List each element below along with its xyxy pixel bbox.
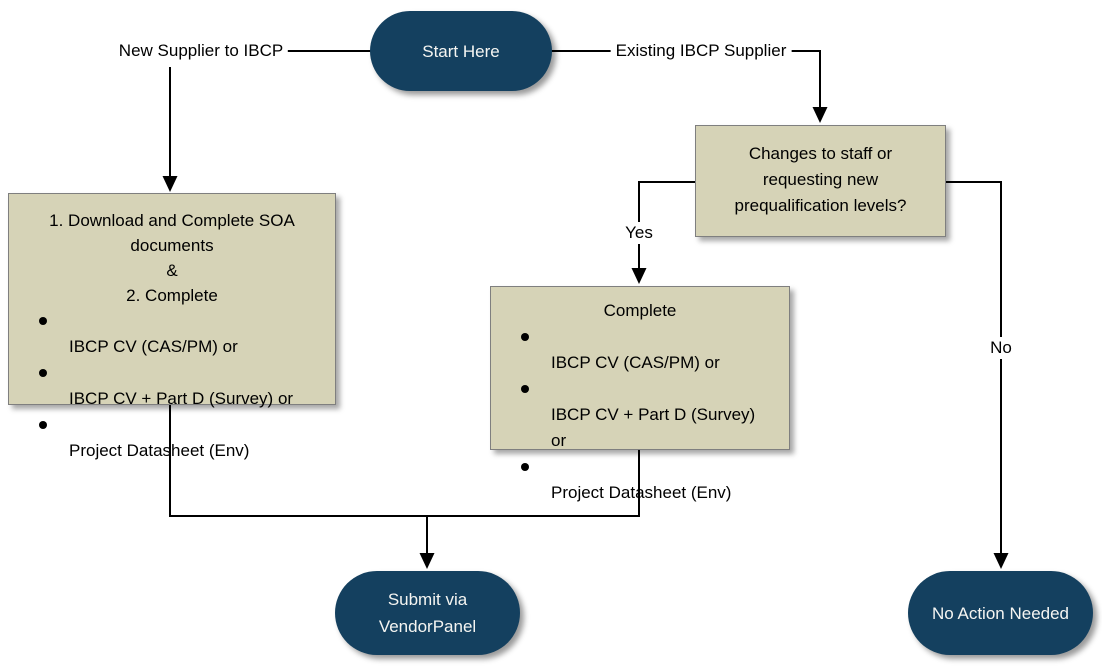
bullet-item: IBCP CV (CAS/PM) or: [9, 308, 335, 360]
bullet-text: IBCP CV + Part D (Survey) or: [551, 405, 756, 450]
bullet-icon: [521, 463, 529, 471]
arrowhead-icon: [993, 553, 1009, 569]
submit-node-label: Submit via VendorPanel: [378, 590, 477, 636]
start-node-label: Start Here: [422, 41, 500, 61]
bullet-item: IBCP CV + Part D (Survey) or: [9, 360, 335, 412]
bullet-text: IBCP CV + Part D (Survey) or: [69, 389, 294, 408]
bullet-item: IBCP CV + Part D (Survey) or: [491, 376, 789, 454]
submit-vendorpanel-node: Submit via VendorPanel: [335, 571, 520, 655]
edge-label-no: No: [985, 337, 1017, 359]
edge-label-new-supplier: New Supplier to IBCP: [113, 40, 289, 62]
bullet-text: Project Datasheet (Env): [69, 441, 250, 460]
bullet-text: IBCP CV (CAS/PM) or: [69, 337, 238, 356]
bullet-icon: [39, 317, 47, 325]
left-box-bullet-list: IBCP CV (CAS/PM) or IBCP CV + Part D (Su…: [9, 308, 335, 464]
arrowhead-icon: [631, 268, 647, 284]
no-action-needed-node: No Action Needed: [908, 571, 1093, 655]
decision-question: Changes to staff or requesting new prequ…: [734, 144, 907, 215]
process-box-existing-supplier: Complete IBCP CV (CAS/PM) or IBCP CV + P…: [490, 286, 790, 502]
process-box-new-supplier: 1. Download and Complete SOA documents &…: [8, 193, 336, 460]
bullet-icon: [39, 369, 47, 377]
middle-box-bullet-list: IBCP CV (CAS/PM) or IBCP CV + Part D (Su…: [491, 324, 789, 506]
edge-label-yes: Yes: [620, 222, 658, 244]
edge-no: [946, 181, 1002, 557]
bullet-item: Project Datasheet (Env): [9, 412, 335, 464]
bullet-icon: [39, 421, 47, 429]
no-action-node-label: No Action Needed: [931, 603, 1070, 623]
bullet-icon: [521, 385, 529, 393]
bullet-item: IBCP CV (CAS/PM) or: [491, 324, 789, 376]
bullet-item: Project Datasheet (Env): [491, 454, 789, 506]
decision-box: Changes to staff or requesting new prequ…: [695, 125, 946, 237]
arrowhead-icon: [419, 553, 435, 569]
edge-label-existing-supplier: Existing IBCP Supplier: [610, 40, 792, 62]
arrowhead-icon: [812, 107, 828, 123]
left-box-title: 1. Download and Complete SOA documents &…: [49, 211, 295, 305]
arrowhead-icon: [162, 176, 178, 192]
bullet-icon: [521, 333, 529, 341]
bullet-text: IBCP CV (CAS/PM) or: [551, 353, 720, 372]
start-node: Start Here: [370, 11, 552, 91]
middle-box-title: Complete: [603, 301, 677, 320]
bullet-text: Project Datasheet (Env): [551, 483, 732, 502]
